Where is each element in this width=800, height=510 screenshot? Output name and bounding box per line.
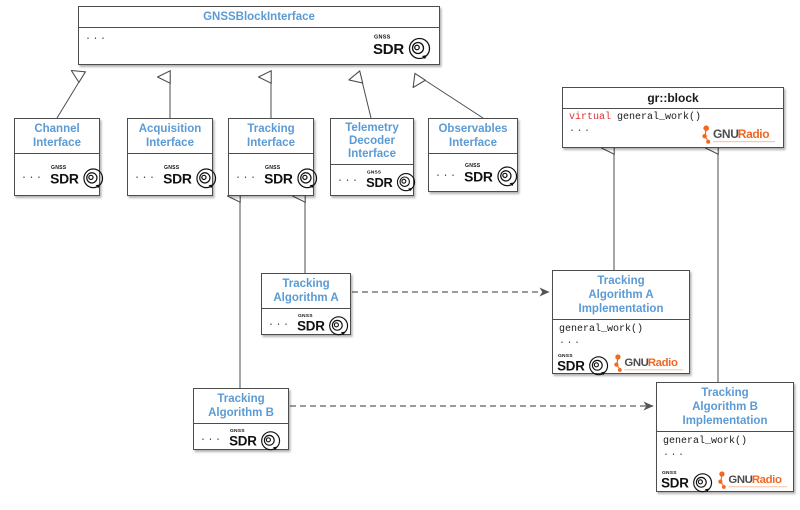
svg-text:Radio: Radio xyxy=(738,127,769,141)
class-title-tracking-algorithm-a: Tracking Algorithm A xyxy=(262,274,350,309)
members-ellipsis: ... xyxy=(200,432,223,444)
class-body-tracking-algorithm-b-implementation: general_work() ... GNSS SDR xyxy=(657,432,793,496)
svg-text:GNSS: GNSS xyxy=(465,163,481,169)
svg-text:GNSS: GNSS xyxy=(298,312,313,318)
class-title-observables-interface: Observables Interface xyxy=(429,119,517,154)
svg-text:GNSS: GNSS xyxy=(230,427,245,433)
logo-group: GNSS SDR xyxy=(661,468,789,493)
class-box-tracking-algorithm-a-implementation[interactable]: Tracking Algorithm A Implementation gene… xyxy=(552,270,690,376)
gnuradio-logo: GNU Radio xyxy=(613,353,685,374)
class-body-acquisition-interface: ... GNSS SDR xyxy=(128,154,216,198)
svg-text:Radio: Radio xyxy=(752,474,782,486)
svg-text:SDR: SDR xyxy=(557,359,585,374)
members-ellipsis: ... xyxy=(268,317,291,329)
gnss-sdr-logo: GNSS SDR xyxy=(464,161,518,187)
svg-text:GNU: GNU xyxy=(624,357,648,369)
class-box-tracking-algorithm-a[interactable]: Tracking Algorithm A ... GNSS SDR xyxy=(261,273,351,335)
edge-channel-interface-to-gnssblockinterface xyxy=(56,77,82,119)
gnuradio-logo: GNU Radio xyxy=(717,470,789,491)
class-box-gr-block[interactable]: gr::block virtual general_work() ... GNU… xyxy=(562,87,784,148)
class-box-tracking-algorithm-b-implementation[interactable]: Tracking Algorithm B Implementation gene… xyxy=(656,382,794,493)
svg-text:SDR: SDR xyxy=(229,433,257,448)
members-ellipsis: ... xyxy=(85,32,108,43)
svg-text:GNSS: GNSS xyxy=(662,470,677,476)
svg-text:SDR: SDR xyxy=(163,170,192,186)
members-ellipsis: ... xyxy=(235,170,258,182)
svg-text:SDR: SDR xyxy=(366,174,393,189)
gnss-sdr-logo: GNSS SDR xyxy=(557,351,609,376)
members-ellipsis: ... xyxy=(337,174,360,185)
edge-observables-interface-to-gnssblockinterface xyxy=(420,77,484,119)
class-box-channel-interface[interactable]: Channel Interface ... GNSS SDR xyxy=(14,118,103,198)
gnss-sdr-logo: GNSS SDR xyxy=(264,163,318,189)
svg-text:SDR: SDR xyxy=(373,41,404,58)
edge-telemetry-decoder-interface-to-gnssblockinterface xyxy=(361,77,372,119)
svg-text:GNSS: GNSS xyxy=(367,169,381,174)
class-box-gnssblockinterface[interactable]: GNSSBlockInterface ... GNSS SDR xyxy=(78,6,440,65)
class-body-gr-block: virtual general_work() ... GNU Radio xyxy=(563,109,783,149)
class-title-gr-block: gr::block xyxy=(563,88,783,109)
class-body-telemetry-decoder-interface: ... GNSS SDR xyxy=(331,165,416,196)
gnuradio-logo: GNU Radio xyxy=(701,124,777,146)
class-title-tracking-algorithm-b: Tracking Algorithm B xyxy=(194,389,288,424)
svg-text:GNSS: GNSS xyxy=(51,165,67,171)
class-title-tracking-interface: Tracking Interface xyxy=(229,119,313,154)
class-title-tracking-algorithm-a-implementation: Tracking Algorithm A Implementation xyxy=(553,271,689,320)
class-title-acquisition-interface: Acquisition Interface xyxy=(128,119,212,154)
svg-text:SDR: SDR xyxy=(464,168,493,184)
svg-text:GNU: GNU xyxy=(713,127,738,141)
class-title-gnssblockinterface: GNSSBlockInterface xyxy=(79,7,439,28)
members-ellipsis: ... xyxy=(559,336,582,347)
gnss-sdr-logo: GNSS SDR xyxy=(229,426,281,451)
svg-text:SDR: SDR xyxy=(661,476,689,491)
class-body-observables-interface: ... GNSS SDR xyxy=(429,154,517,194)
method-general-work: virtual general_work() xyxy=(569,111,777,124)
logo-group: GNSS SDR xyxy=(557,351,685,376)
members-ellipsis: ... xyxy=(663,448,686,459)
members-ellipsis: ... xyxy=(134,170,157,182)
members-ellipsis: ... xyxy=(435,168,458,180)
members-ellipsis: ... xyxy=(569,124,592,135)
class-box-observables-interface[interactable]: Observables Interface ... GNSS SDR xyxy=(428,118,518,192)
svg-text:GNU: GNU xyxy=(728,474,752,486)
gnss-sdr-logo: GNSS SDR xyxy=(50,163,104,189)
class-body-tracking-algorithm-b: ... GNSS SDR xyxy=(194,424,288,454)
class-box-tracking-interface[interactable]: Tracking Interface ... GNSS SDR xyxy=(228,118,317,198)
svg-text:Radio: Radio xyxy=(648,357,678,369)
class-title-telemetry-decoder-interface: Telemetry Decoder Interface xyxy=(331,119,413,165)
method-general-work: general_work() xyxy=(559,324,644,335)
svg-text:SDR: SDR xyxy=(50,170,79,186)
class-body-channel-interface: ... GNSS SDR xyxy=(15,154,103,198)
method-general-work: general_work() xyxy=(663,436,748,447)
class-body-tracking-interface: ... GNSS SDR xyxy=(229,154,317,198)
gnss-sdr-logo: GNSS SDR xyxy=(366,168,416,192)
svg-text:GNSS: GNSS xyxy=(374,35,391,41)
class-body-tracking-algorithm-a: ... GNSS SDR xyxy=(262,309,350,339)
class-body-gnssblockinterface: ... GNSS SDR xyxy=(79,28,439,66)
class-title-channel-interface: Channel Interface xyxy=(15,119,99,154)
gnss-sdr-logo: GNSS SDR xyxy=(373,32,431,60)
svg-text:GNSS: GNSS xyxy=(558,353,573,359)
class-title-tracking-algorithm-b-implementation: Tracking Algorithm B Implementation xyxy=(657,383,793,432)
class-body-tracking-algorithm-a-implementation: general_work() ... GNSS SDR xyxy=(553,320,689,378)
members-ellipsis: ... xyxy=(21,170,44,182)
svg-text:SDR: SDR xyxy=(264,170,293,186)
gnss-sdr-logo: GNSS SDR xyxy=(163,163,217,189)
method-name: general_work() xyxy=(617,112,702,123)
gnss-sdr-logo: GNSS SDR xyxy=(661,468,713,493)
virtual-keyword: virtual xyxy=(569,112,612,123)
gnss-sdr-logo: GNSS SDR xyxy=(297,311,349,336)
class-box-tracking-algorithm-b[interactable]: Tracking Algorithm B ... GNSS SDR xyxy=(193,388,289,450)
svg-text:SDR: SDR xyxy=(297,318,325,333)
class-box-telemetry-decoder-interface[interactable]: Telemetry Decoder Interface ... GNSS SDR xyxy=(330,118,416,196)
svg-text:GNSS: GNSS xyxy=(164,165,180,171)
class-box-acquisition-interface[interactable]: Acquisition Interface ... GNSS SDR xyxy=(127,118,216,198)
svg-text:GNSS: GNSS xyxy=(265,165,281,171)
